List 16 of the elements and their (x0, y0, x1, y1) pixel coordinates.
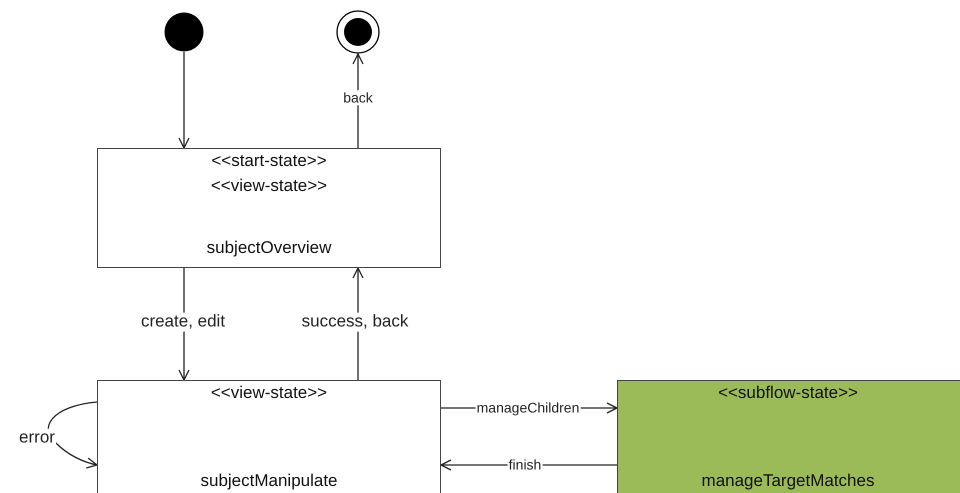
edge-label: back (342, 90, 374, 106)
edge-label: manageChildren (476, 400, 580, 416)
state-box (97, 380, 441, 493)
state-name: subjectOverview (206, 238, 332, 258)
stereotype-label: <<start-state>> (210, 151, 328, 171)
state-name: manageTargetMatches (700, 471, 876, 491)
stereotype-label: <<subflow-state>> (717, 383, 859, 403)
stereotype-label: <<view-state>> (210, 383, 328, 403)
edge-label: create, edit (140, 312, 226, 332)
edge-label: finish (508, 457, 542, 473)
edge-label: success, back (300, 312, 410, 332)
state-box (97, 148, 441, 268)
state-box (617, 380, 960, 493)
stereotype-label: <<view-state>> (210, 176, 328, 196)
state-name: subjectManipulate (199, 471, 339, 491)
transition-arrow (178, 52, 190, 149)
